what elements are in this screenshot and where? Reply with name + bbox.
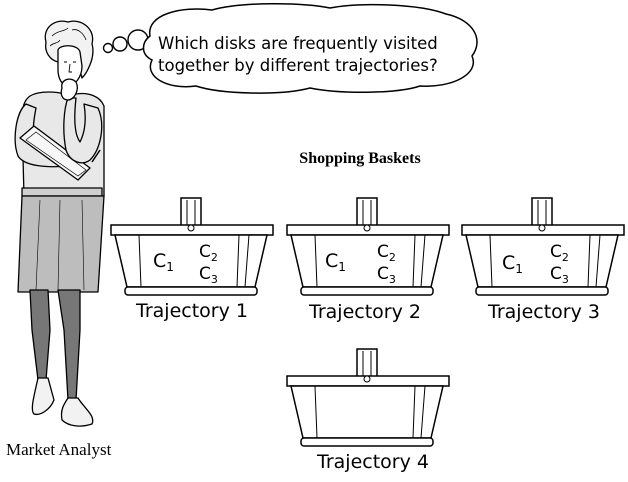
basket-label-trajectory-1: Trajectory 1 — [135, 300, 248, 322]
basket-item-c1-subscript: 1 — [338, 260, 346, 274]
basket-trajectory-3: C1 C2 C3 — [461, 197, 625, 296]
basket-item-c2-subscript: 2 — [562, 251, 569, 264]
basket-item-c3-subscript: 3 — [562, 273, 569, 286]
basket-item-c1-subscript: 1 — [515, 262, 523, 276]
shopping-baskets-title: Shopping Baskets — [299, 150, 420, 167]
basket-trajectory-4 — [286, 348, 450, 447]
basket-item-c2-subscript: 2 — [211, 251, 218, 264]
basket-label-trajectory-2: Trajectory 2 — [308, 301, 421, 323]
thought-bubble-line-2: together by different trajectories? — [158, 56, 438, 75]
basket-item-c3-subscript: 3 — [389, 273, 396, 286]
thought-bubble-line-1: Which disks are frequently visited — [158, 34, 438, 53]
basket-item-c3-subscript: 3 — [211, 273, 218, 286]
thought-bubble: Which disks are frequently visited toget… — [102, 2, 478, 94]
basket-item-c2-subscript: 2 — [389, 251, 396, 264]
basket-trajectory-1: C1 C2 C3 — [110, 197, 274, 296]
market-analyst-label: Market Analyst — [6, 440, 112, 459]
basket-trajectory-2: C1 C2 C3 — [286, 197, 450, 296]
basket-label-trajectory-3: Trajectory 3 — [487, 301, 600, 323]
basket-label-trajectory-4: Trajectory 4 — [316, 451, 429, 473]
market-analyst-figure — [14, 20, 105, 427]
basket-item-c1-subscript: 1 — [166, 260, 174, 274]
